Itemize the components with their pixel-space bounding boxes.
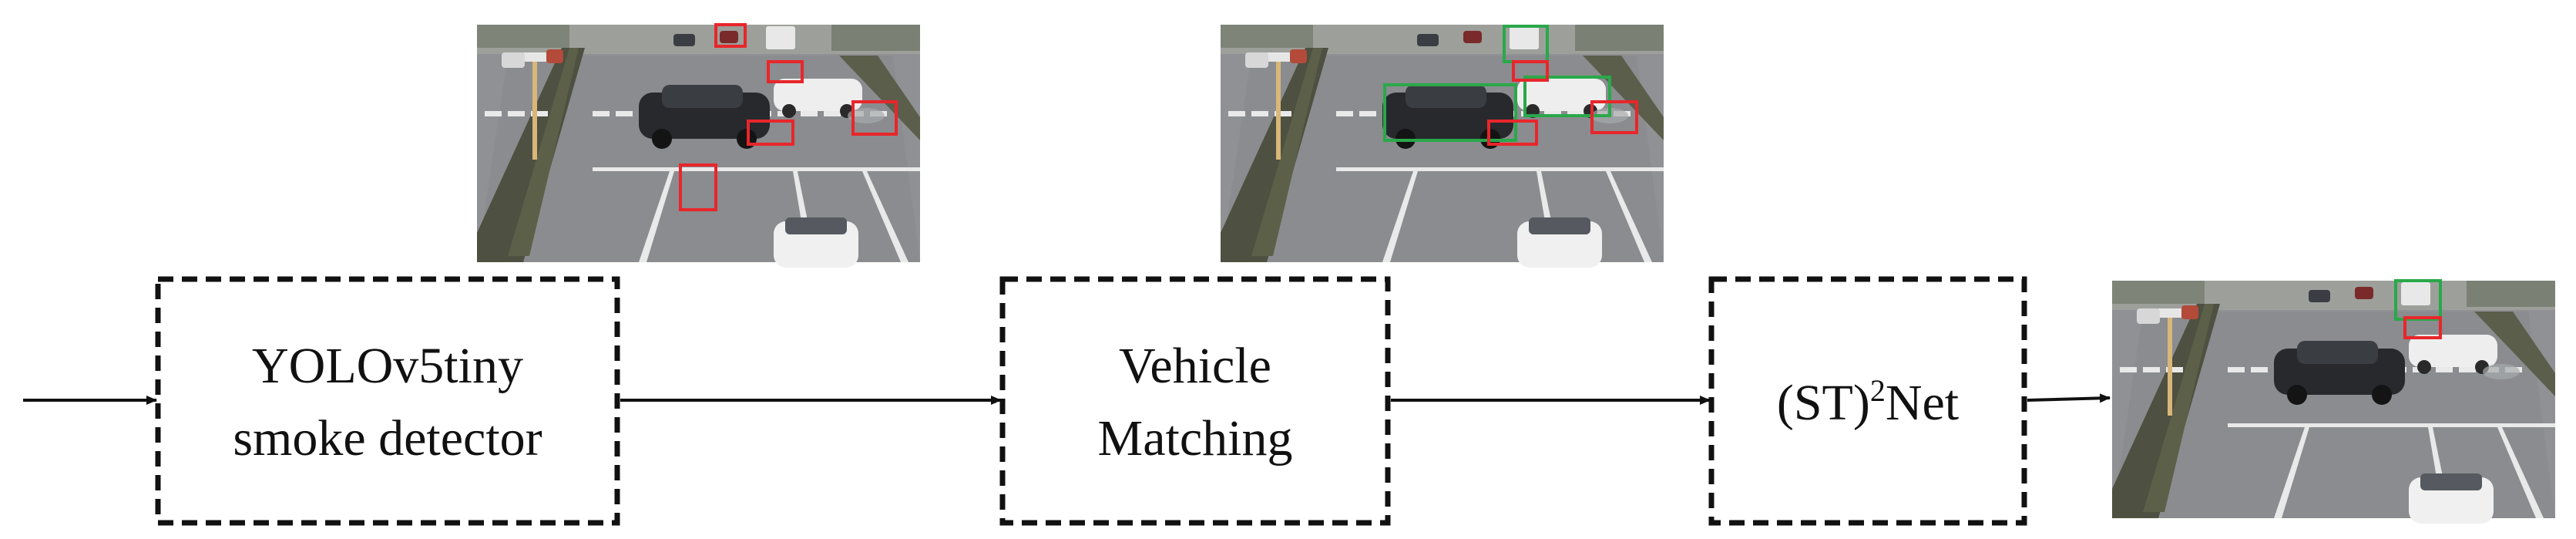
smoke-detection-box	[1512, 60, 1549, 82]
stage-label-matching-line2: Matching	[1098, 410, 1293, 467]
stage-box-detector	[155, 276, 620, 526]
vehicle-detection-box	[1523, 76, 1611, 117]
smoke-detection-box	[2403, 316, 2442, 339]
scene-matching-output	[1221, 25, 1664, 268]
smoke-detection-box	[1590, 100, 1638, 134]
output-arrow	[2027, 393, 2111, 403]
stage-label-matching-line1: Vehicle	[1119, 338, 1271, 394]
stage-label-classifier: (ST)2Net	[1777, 373, 1959, 431]
vehicle-detection-box	[1383, 83, 1517, 142]
smoke-detection-box	[1487, 120, 1538, 146]
stage-label-detector-line2: smoke detector	[233, 410, 542, 467]
scene-final-output	[2112, 279, 2555, 524]
stage-box-matching	[999, 276, 1391, 526]
smoke-detection-box	[714, 23, 747, 48]
smoke-detection-box	[851, 100, 898, 136]
stage-box-classifier	[1708, 276, 2027, 526]
smoke-detection-box	[767, 60, 804, 83]
smoke-detection-box	[679, 163, 717, 211]
scene-detector-output	[477, 23, 920, 268]
stage-label-detector-line1: YOLOv5tiny	[252, 338, 523, 394]
smoke-detection-box	[747, 120, 794, 146]
